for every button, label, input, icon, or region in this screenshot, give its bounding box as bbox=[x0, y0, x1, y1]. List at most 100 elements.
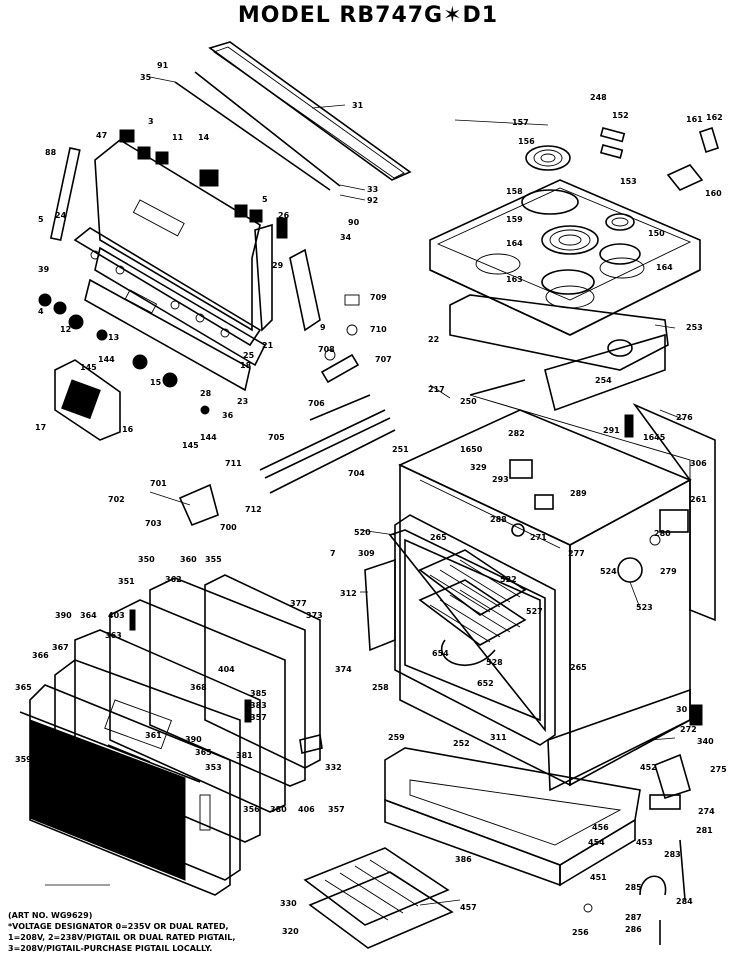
label-520: 520 bbox=[354, 528, 371, 537]
oven-door-assembly bbox=[19, 574, 323, 896]
label-160: 160 bbox=[705, 189, 722, 198]
label-275: 275 bbox=[710, 765, 727, 774]
label-356: 356 bbox=[243, 805, 260, 814]
label-14: 14 bbox=[198, 133, 210, 142]
label-33: 33 bbox=[367, 185, 378, 194]
label-311: 311 bbox=[490, 733, 507, 742]
label-15: 15 bbox=[150, 378, 162, 387]
label-293: 293 bbox=[492, 475, 509, 484]
label-374: 374 bbox=[335, 665, 352, 674]
label-361: 361 bbox=[145, 731, 162, 740]
label-88: 88 bbox=[45, 148, 57, 157]
label-265b: 265 bbox=[570, 663, 587, 672]
label-21: 21 bbox=[262, 341, 274, 350]
label-24: 24 bbox=[55, 211, 67, 220]
label-158: 158 bbox=[506, 187, 523, 196]
label-3: 3 bbox=[148, 117, 154, 126]
label-456: 456 bbox=[592, 823, 609, 832]
label-250: 250 bbox=[460, 397, 477, 406]
drip-tray bbox=[449, 294, 669, 412]
switch-knobs bbox=[38, 129, 288, 415]
label-528: 528 bbox=[486, 658, 503, 667]
label-271: 271 bbox=[530, 533, 547, 542]
label-35: 35 bbox=[140, 73, 152, 82]
label-353: 353 bbox=[205, 763, 222, 772]
label-258: 258 bbox=[372, 683, 389, 692]
label-357b: 357 bbox=[328, 805, 345, 814]
side-panel-left bbox=[364, 558, 396, 652]
broiler-pan bbox=[303, 847, 454, 949]
label-145b: 145 bbox=[182, 441, 199, 450]
label-381: 381 bbox=[236, 751, 253, 760]
label-652: 652 bbox=[477, 679, 494, 688]
label-18: 18 bbox=[240, 361, 252, 370]
label-1645: 1645 bbox=[643, 433, 666, 442]
label-163: 163 bbox=[506, 275, 523, 284]
label-5b: 5 bbox=[262, 195, 268, 204]
label-359: 359 bbox=[15, 755, 32, 764]
label-261: 261 bbox=[690, 495, 707, 504]
label-710: 710 bbox=[370, 325, 387, 334]
oven-racks bbox=[418, 549, 527, 667]
label-712: 712 bbox=[245, 505, 262, 514]
footnote-line-3: 3=208V/PIGTAIL-PURCHASE PIGTAIL LOCALLY. bbox=[8, 944, 213, 953]
label-4: 4 bbox=[38, 307, 44, 316]
label-406: 406 bbox=[298, 805, 315, 814]
label-159: 159 bbox=[506, 215, 523, 224]
label-357a: 357 bbox=[250, 713, 267, 722]
label-92: 92 bbox=[367, 196, 378, 205]
label-277: 277 bbox=[568, 549, 585, 558]
label-272: 272 bbox=[680, 725, 697, 734]
label-708: 708 bbox=[318, 345, 335, 354]
label-162: 162 bbox=[706, 113, 723, 122]
label-312: 312 bbox=[340, 589, 357, 598]
label-701: 701 bbox=[150, 479, 167, 488]
label-29: 29 bbox=[272, 261, 284, 270]
label-453: 453 bbox=[636, 838, 653, 847]
label-332: 332 bbox=[325, 763, 342, 772]
label-360: 360 bbox=[180, 555, 197, 564]
label-706: 706 bbox=[308, 399, 325, 408]
label-13: 13 bbox=[108, 333, 119, 342]
label-150: 150 bbox=[648, 229, 665, 238]
label-711: 711 bbox=[225, 459, 242, 468]
label-350: 350 bbox=[138, 555, 155, 564]
label-281: 281 bbox=[696, 826, 713, 835]
label-254: 254 bbox=[595, 376, 612, 385]
label-309: 309 bbox=[358, 549, 375, 558]
leader-lines bbox=[45, 76, 686, 906]
label-380: 380 bbox=[270, 805, 287, 814]
label-217: 217 bbox=[428, 385, 445, 394]
label-144a: 144 bbox=[98, 355, 115, 364]
label-9: 9 bbox=[320, 323, 326, 332]
label-355: 355 bbox=[205, 555, 222, 564]
label-153: 153 bbox=[620, 177, 637, 186]
cooktop bbox=[429, 126, 719, 336]
label-164a: 164 bbox=[506, 239, 523, 248]
top-trim-strip bbox=[174, 41, 412, 191]
label-522: 522 bbox=[500, 575, 517, 584]
label-330: 330 bbox=[280, 899, 297, 908]
label-288: 288 bbox=[490, 515, 507, 524]
label-291: 291 bbox=[603, 426, 620, 435]
label-285: 285 bbox=[625, 883, 642, 892]
label-523: 523 bbox=[636, 603, 653, 612]
label-351: 351 bbox=[118, 577, 135, 586]
label-259: 259 bbox=[388, 733, 405, 742]
label-702: 702 bbox=[108, 495, 125, 504]
label-280: 280 bbox=[654, 529, 671, 538]
side-trim bbox=[289, 248, 360, 384]
label-383: 383 bbox=[250, 701, 267, 710]
label-265a: 265 bbox=[430, 533, 447, 542]
label-390a: 390 bbox=[55, 611, 72, 620]
footnote-line-2: 1=208V, 2=238V/PIGTAIL OR DUAL RATED PIG… bbox=[8, 933, 236, 942]
label-251: 251 bbox=[392, 445, 409, 454]
label-25: 25 bbox=[243, 351, 255, 360]
label-367: 367 bbox=[52, 643, 69, 652]
label-12: 12 bbox=[60, 325, 71, 334]
label-157: 157 bbox=[512, 118, 529, 127]
label-253: 253 bbox=[686, 323, 703, 332]
art-number: (ART NO. WG9629) bbox=[8, 911, 93, 920]
label-276: 276 bbox=[676, 413, 693, 422]
